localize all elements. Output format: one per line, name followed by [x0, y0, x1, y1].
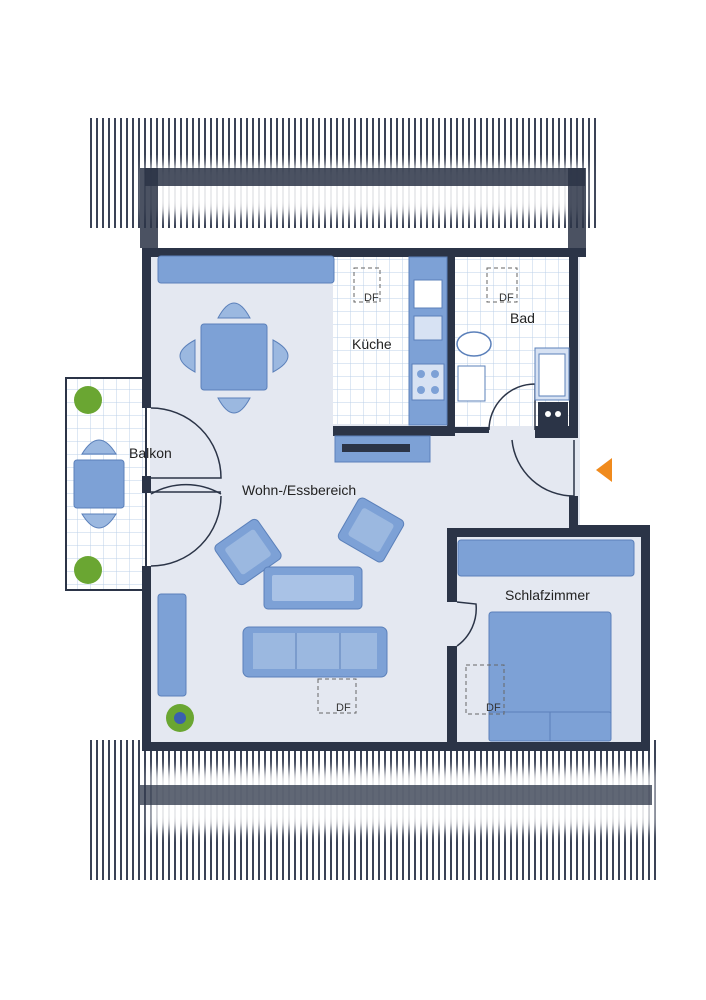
room-label-bedroom: Schlafzimmer — [505, 587, 590, 603]
room-label-bath: Bad — [510, 310, 535, 326]
skylight-markers — [317, 267, 518, 715]
kitchen-furniture — [334, 256, 448, 463]
room-label-living: Wohn-/Essbereich — [242, 482, 356, 498]
balcony-furniture — [73, 386, 125, 584]
bath-furniture — [456, 331, 570, 426]
outer-walls — [140, 168, 652, 805]
room-label-kitchen: Küche — [352, 336, 392, 352]
room-label-balcony: Balkon — [129, 445, 172, 461]
skylight-label-living: DF — [336, 702, 351, 714]
skylight-label-kitchen: DF — [364, 292, 379, 304]
skylight-label-bedroom: DF — [486, 702, 501, 714]
doors — [150, 383, 575, 647]
entrance-marker — [596, 458, 612, 482]
living-furniture — [157, 255, 405, 732]
roof-slope-hatch — [88, 118, 660, 880]
skylight-label-bath: DF — [499, 292, 514, 304]
bedroom-furniture — [457, 539, 635, 742]
walls — [142, 248, 650, 751]
